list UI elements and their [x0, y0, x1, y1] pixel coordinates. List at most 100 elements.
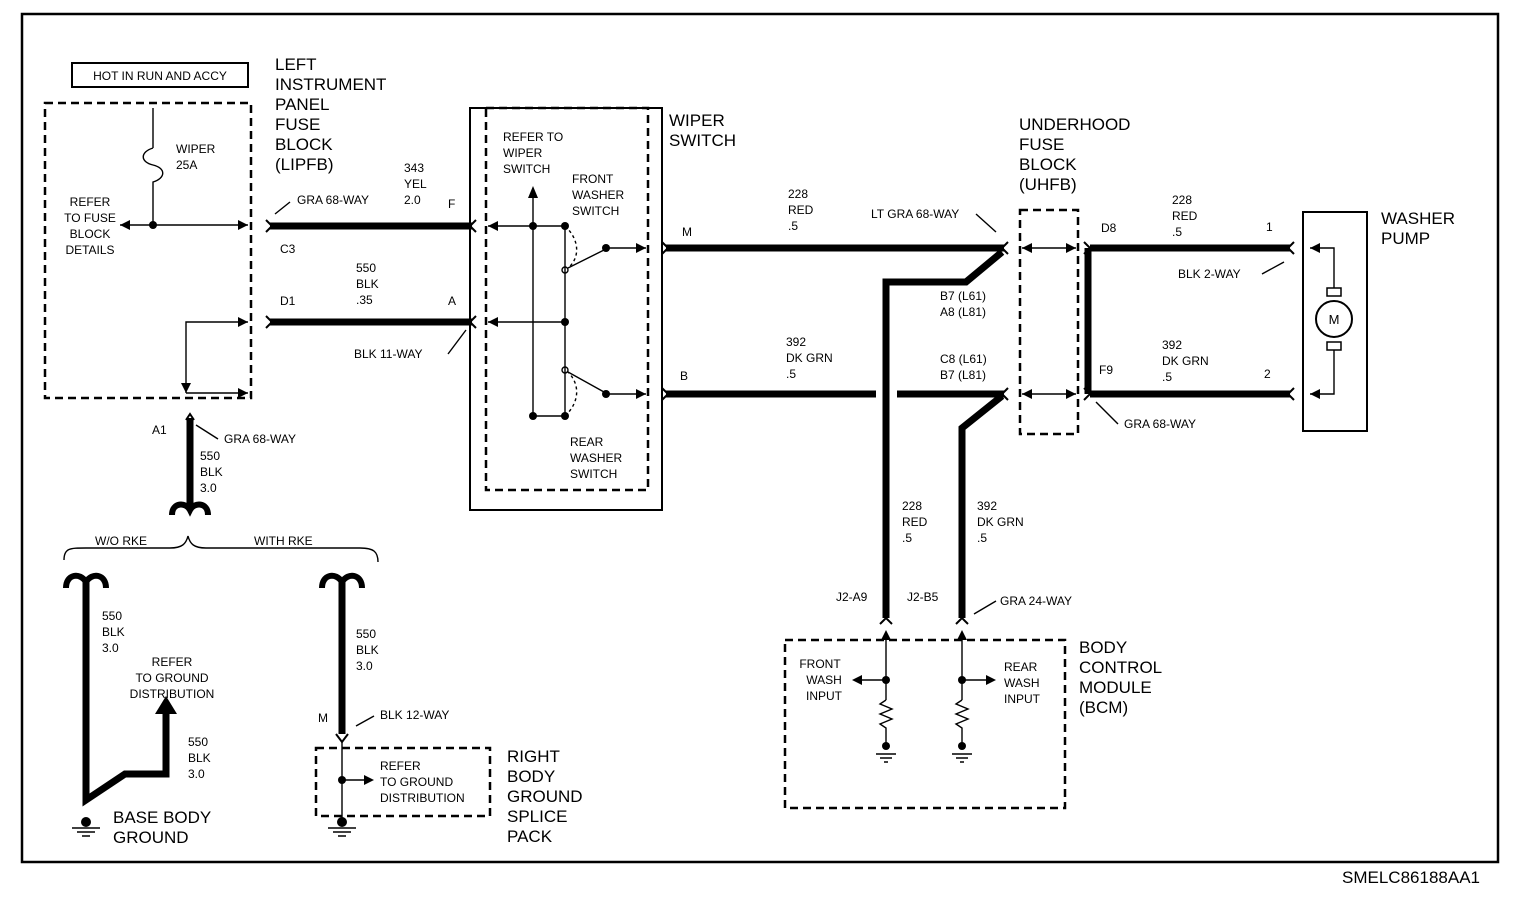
c8-b7-label: C8 (L61) B7 (L81)	[940, 352, 987, 382]
uhfb-title: UNDERHOOD FUSE BLOCK (UHFB)	[1019, 115, 1130, 194]
svg-text:BLOCK: BLOCK	[70, 227, 111, 241]
wire-392-bcm	[958, 393, 1005, 618]
svg-text:FUSE: FUSE	[275, 115, 320, 134]
svg-text:228: 228	[1172, 193, 1192, 207]
wire-392-top-label: 392 DK GRN .5	[786, 335, 833, 381]
svg-text:REFER TO: REFER TO	[503, 130, 563, 144]
svg-text:WIPER: WIPER	[503, 146, 543, 160]
wiper-switch-outer	[469, 107, 663, 511]
lipfb-title: LEFT INSTRUMENT PANEL FUSE BLOCK (LIPFB)	[275, 55, 386, 174]
rke-bracket	[63, 535, 379, 563]
svg-text:392: 392	[977, 499, 997, 513]
arrow-icon	[636, 243, 646, 253]
pin-f: F	[448, 197, 455, 211]
lt-gra68-label: LT GRA 68-WAY	[871, 207, 959, 221]
bcm-box	[783, 638, 1067, 810]
svg-text:DK GRN: DK GRN	[1162, 354, 1209, 368]
svg-text:TO FUSE: TO FUSE	[64, 211, 116, 225]
svg-text:WIPER: WIPER	[176, 142, 216, 156]
svg-text:SWITCH: SWITCH	[570, 467, 617, 481]
front-wash-input-label: FRONT WASH INPUT	[799, 657, 842, 703]
arrow-icon	[238, 317, 248, 327]
diagram-code: SMELC86188AA1	[1342, 868, 1480, 887]
washer-pump-title: WASHER PUMP	[1381, 209, 1455, 248]
svg-text:SPLICE: SPLICE	[507, 807, 567, 826]
pin-2: 2	[1264, 367, 1271, 381]
rear-wash-input-label: REAR WASH INPUT	[1004, 660, 1041, 706]
svg-text:DK GRN: DK GRN	[786, 351, 833, 365]
wire-228-right-label: 228 RED .5	[1172, 193, 1198, 239]
wire-392-right-label: 392 DK GRN .5	[1162, 338, 1209, 384]
wire-550-left	[82, 582, 170, 807]
wire-228-bcm	[882, 249, 1005, 618]
washer-pump-box	[1302, 211, 1368, 432]
wire-550-right-label: 550 BLK 3.0	[356, 627, 379, 673]
svg-text:SWITCH: SWITCH	[572, 204, 619, 218]
wire-550-top-label: 550 BLK .35	[356, 261, 379, 307]
svg-text:BLK: BLK	[102, 625, 125, 639]
rbgsp-box	[314, 746, 492, 818]
svg-text:FUSE: FUSE	[1019, 135, 1064, 154]
svg-text:GROUND: GROUND	[113, 828, 189, 847]
arrow-icon	[986, 675, 996, 685]
pin-d8: D8	[1101, 221, 1117, 235]
svg-text:WASH: WASH	[806, 673, 842, 687]
base-ground-label: BASE BODY GROUND	[113, 808, 211, 847]
lipfb-box	[43, 101, 253, 400]
ground-icon	[328, 817, 356, 837]
svg-text:BODY: BODY	[1079, 638, 1127, 657]
svg-text:343: 343	[404, 161, 424, 175]
svg-text:GROUND: GROUND	[507, 787, 583, 806]
svg-text:PANEL: PANEL	[275, 95, 330, 114]
svg-text:.5: .5	[786, 367, 796, 381]
wire-228-top-label: 228 RED .5	[788, 187, 814, 233]
svg-text:550: 550	[356, 261, 376, 275]
wire-343-label: 343 YEL 2.0	[404, 161, 427, 207]
pin-a1: A1	[152, 423, 167, 437]
svg-text:BASE BODY: BASE BODY	[113, 808, 211, 827]
svg-text:BLK: BLK	[356, 643, 379, 657]
svg-text:REAR: REAR	[570, 435, 604, 449]
gra24-label: GRA 24-WAY	[1000, 594, 1072, 608]
svg-text:RIGHT: RIGHT	[507, 747, 560, 766]
b7-a8-label: B7 (L61) A8 (L81)	[940, 289, 986, 319]
diagram-frame	[20, 12, 1500, 864]
svg-text:PUMP: PUMP	[1381, 229, 1430, 248]
arrow-icon	[238, 388, 248, 398]
svg-text:(BCM): (BCM)	[1079, 698, 1128, 717]
arrow-icon	[364, 775, 374, 785]
svg-text:DETAILS: DETAILS	[65, 243, 114, 257]
svg-text:YEL: YEL	[404, 177, 427, 191]
wire-550-left2-label: 550 BLK 3.0	[188, 735, 211, 781]
ground-bus	[185, 321, 248, 393]
refer-fuse-label: REFER TO FUSE BLOCK DETAILS	[64, 195, 116, 257]
svg-text:(LIPFB): (LIPFB)	[275, 155, 334, 174]
refer-ground2-label: REFER TO GROUND DISTRIBUTION	[380, 759, 465, 805]
svg-text:INPUT: INPUT	[806, 689, 843, 703]
blk11-label: BLK 11-WAY	[354, 347, 422, 361]
pin-c3: C3	[280, 242, 296, 256]
pin-m-left: M	[318, 711, 328, 725]
svg-text:UNDERHOOD: UNDERHOOD	[1019, 115, 1130, 134]
arrow-icon	[488, 221, 498, 231]
svg-text:REAR: REAR	[1004, 660, 1038, 674]
svg-text:WASHER: WASHER	[1381, 209, 1455, 228]
svg-text:550: 550	[102, 609, 122, 623]
svg-text:.5: .5	[902, 531, 912, 545]
svg-text:PACK: PACK	[507, 827, 553, 846]
svg-text:RED: RED	[902, 515, 928, 529]
svg-text:25A: 25A	[176, 158, 197, 172]
pin-f9: F9	[1099, 363, 1113, 377]
gra68-top-label: GRA 68-WAY	[297, 193, 369, 207]
svg-text:3.0: 3.0	[356, 659, 373, 673]
svg-text:RED: RED	[788, 203, 814, 217]
svg-text:228: 228	[788, 187, 808, 201]
svg-text:392: 392	[1162, 338, 1182, 352]
wo-rke-label: W/O RKE	[95, 534, 147, 548]
svg-text:.5: .5	[1162, 370, 1172, 384]
svg-text:BLK: BLK	[188, 751, 211, 765]
svg-text:550: 550	[356, 627, 376, 641]
blk12-label: BLK 12-WAY	[380, 708, 449, 722]
ground-icon	[72, 817, 100, 837]
